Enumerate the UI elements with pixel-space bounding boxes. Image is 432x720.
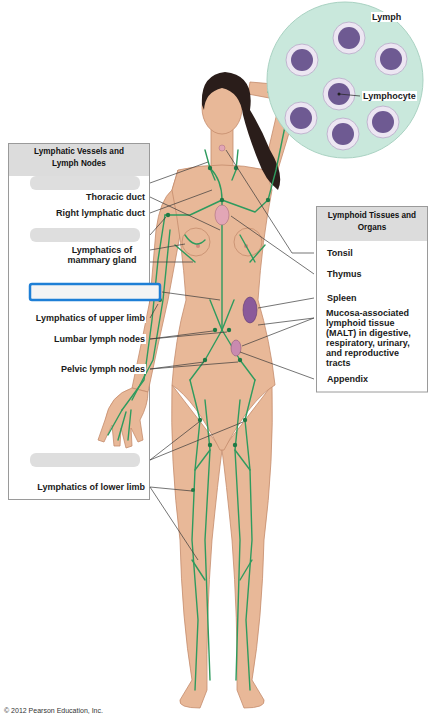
part-label: Lymphatics of mammary gland xyxy=(62,245,142,265)
leader-lines xyxy=(150,150,314,560)
part-label: Lumbar lymph nodes xyxy=(53,334,146,344)
part-label: Right lymphatic duct xyxy=(55,208,146,218)
thymus xyxy=(215,205,229,225)
inset-circle: LymphLymphocyte xyxy=(267,2,423,158)
lymphocyte-cells xyxy=(285,22,407,150)
heading-band xyxy=(317,207,427,241)
inset-label: Lymph xyxy=(371,12,402,22)
copyright-note: © 2012 Pearson Education, Inc. xyxy=(4,706,103,716)
leader-line xyxy=(339,94,360,96)
lymphatic-vessels-panel: Lymphatic Vessels and Lymph NodesThoraci… xyxy=(8,143,150,500)
panel-frame xyxy=(317,207,428,393)
hidden-label-box xyxy=(30,176,140,190)
malt-organ xyxy=(231,340,241,356)
organ-label: Spleen xyxy=(326,293,358,303)
lymphoid-organs-panel: Lymphoid Tissues and OrgansTonsilThymusS… xyxy=(316,206,428,392)
tonsil xyxy=(219,145,225,151)
lymph-node-dots xyxy=(158,166,270,492)
organ-label: Appendix xyxy=(326,374,369,384)
organ-label: Thymus xyxy=(326,269,363,279)
organ-label: Tonsil xyxy=(326,248,354,258)
part-label: Thoracic duct xyxy=(85,192,146,202)
organ-label: Mucosa-associated lymphoid tissue (MALT)… xyxy=(326,308,424,368)
panel-heading: Lymphoid Tissues and Organs xyxy=(316,206,428,238)
part-label: Lymphatics of upper limb xyxy=(35,313,146,323)
spleen xyxy=(243,297,257,323)
hidden-label-box xyxy=(30,228,140,242)
part-label: Pelvic lymph nodes xyxy=(60,364,146,374)
hidden-label-box xyxy=(30,453,140,467)
panel-heading: Lymphatic Vessels and Lymph Nodes xyxy=(8,143,150,173)
inset-label: Lymphocyte xyxy=(362,91,417,101)
inset-circle xyxy=(267,2,423,158)
part-label: Lymphatics of lower limb xyxy=(36,482,146,492)
panel-frame xyxy=(9,144,150,500)
highlighted-label-box xyxy=(30,284,160,300)
heading-band xyxy=(9,144,149,176)
leader-dot xyxy=(338,93,341,96)
